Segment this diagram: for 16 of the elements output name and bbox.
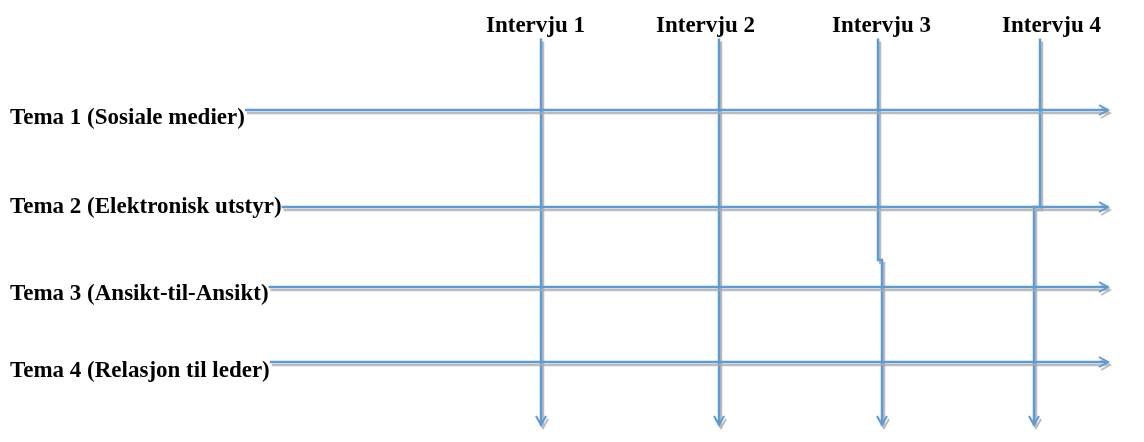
column-heading: Intervju 1 <box>486 12 586 39</box>
arrow <box>535 38 547 426</box>
arrow <box>268 281 1109 293</box>
column-heading: Intervju 2 <box>656 12 756 39</box>
row-heading: Tema 1 (Sosiale medier) <box>10 104 245 131</box>
row-heading: Tema 2 (Elektronisk utstyr) <box>10 193 282 220</box>
column-heading: Intervju 3 <box>832 12 932 39</box>
arrow <box>244 104 1109 116</box>
arrow <box>269 356 1109 368</box>
arrow <box>876 38 888 426</box>
row-heading: Tema 3 (Ansikt-til-Ansikt) <box>10 280 269 307</box>
row-heading: Tema 4 (Relasjon til leder) <box>10 357 270 384</box>
arrow <box>713 38 725 426</box>
arrow <box>281 201 1109 213</box>
arrow <box>1028 38 1042 426</box>
column-heading: Intervju 4 <box>1002 12 1102 39</box>
